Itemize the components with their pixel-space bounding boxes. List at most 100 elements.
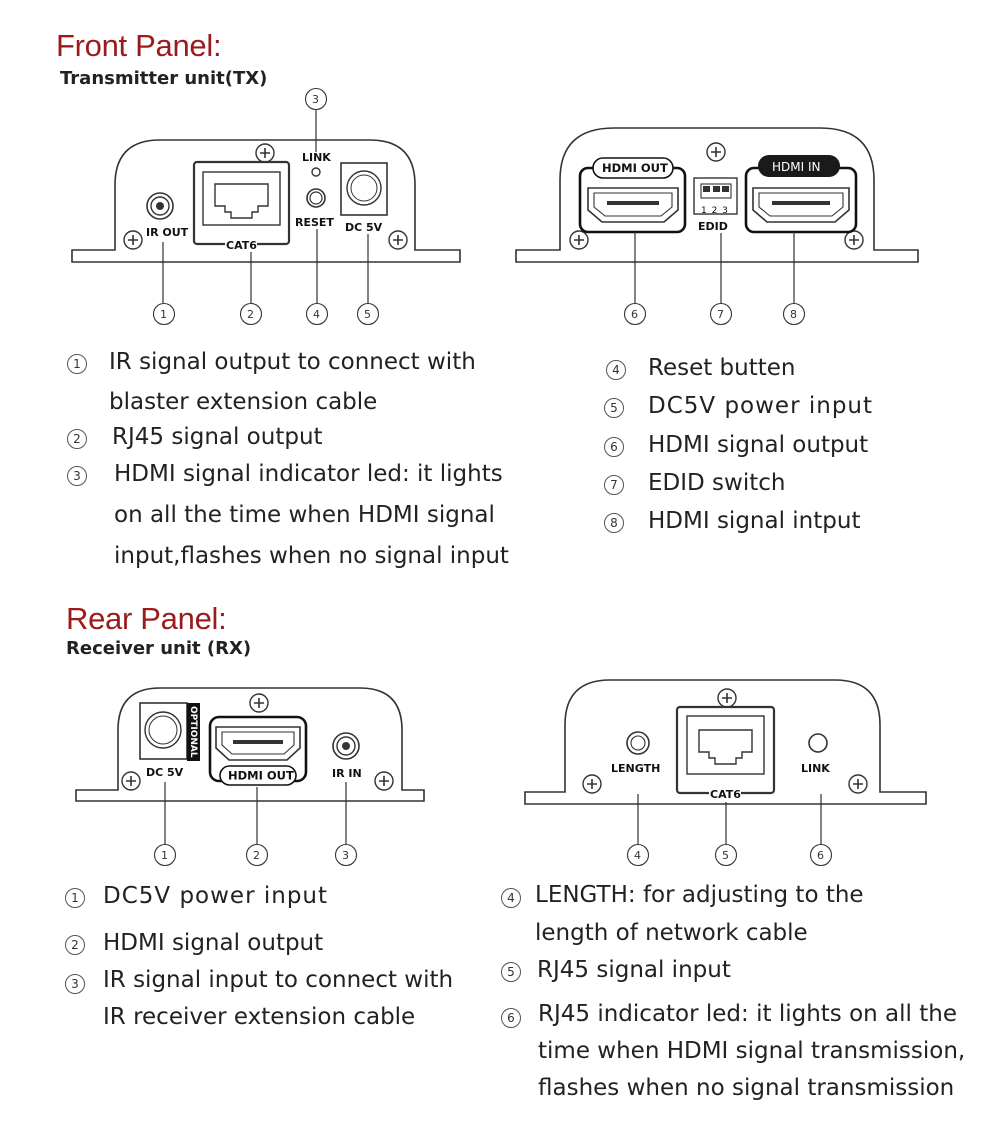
rx-front-diagram: OPTIONAL DC 5V HDMI OUT IR IN 1 2 3 bbox=[75, 687, 425, 867]
desc-number-badge: 8 bbox=[604, 513, 624, 533]
rx-cat6-label: CAT6 bbox=[710, 788, 741, 801]
length-knob-icon bbox=[626, 731, 650, 755]
desc-line: RJ45 indicator led: it lights on all the bbox=[538, 1001, 957, 1027]
rx-callout-3: 3 bbox=[342, 849, 349, 862]
rj45-port-icon bbox=[675, 705, 776, 795]
tx-front-diagram: IR OUT CAT6 LINK RESET DC 5V 1 2 3 4 5 bbox=[71, 87, 461, 326]
rj45-port-icon bbox=[192, 160, 291, 246]
tx-hdmi-out-label: HDMI OUT bbox=[602, 161, 668, 175]
front-desc-4: 4 Reset butten bbox=[606, 355, 796, 388]
hdmi-in-badge bbox=[758, 155, 840, 177]
rear-panel-title: Rear Panel: bbox=[66, 601, 227, 636]
desc-line: time when HDMI signal transmission, bbox=[538, 1038, 966, 1064]
front-desc-5: 5 DC5V power input bbox=[604, 393, 873, 426]
screw-icon bbox=[844, 230, 864, 250]
desc-line: blaster extension cable bbox=[109, 389, 378, 415]
tx-callout-1: 1 bbox=[160, 308, 167, 321]
tx-callout-7: 7 bbox=[717, 308, 724, 321]
desc-number-badge: 4 bbox=[606, 360, 626, 380]
screw-icon bbox=[255, 143, 275, 163]
desc-number-badge: 4 bbox=[501, 888, 521, 908]
receiver-subtitle: Receiver unit (RX) bbox=[66, 638, 252, 659]
link-led-icon bbox=[808, 733, 828, 753]
desc-line: EDID switch bbox=[648, 470, 786, 496]
desc-number-badge: 5 bbox=[501, 962, 521, 982]
desc-line: HDMI signal intput bbox=[648, 508, 861, 534]
rear-desc-6: 6 RJ45 indicator led: it lights on all t… bbox=[501, 1001, 966, 1107]
tx-rear-diagram: HDMI OUT 1 2 3 EDID HDMI IN 6 7 8 bbox=[515, 127, 919, 326]
callout-2-icon bbox=[245, 843, 269, 867]
rx-callout-6: 6 bbox=[817, 849, 824, 862]
desc-line: DC5V power input bbox=[103, 883, 329, 909]
tx-callout-4: 4 bbox=[313, 308, 320, 321]
edid-switch-icon bbox=[693, 177, 738, 215]
desc-line: input,flashes when no signal input bbox=[114, 543, 509, 569]
desc-number-badge: 5 bbox=[604, 398, 624, 418]
callout-1-icon bbox=[152, 302, 176, 326]
callout-8-icon bbox=[782, 302, 806, 326]
desc-number-badge: 6 bbox=[604, 437, 624, 457]
tx-callout-3: 3 bbox=[312, 93, 319, 106]
screw-icon bbox=[388, 230, 408, 250]
reset-button-icon bbox=[306, 188, 326, 208]
rx-rear-diagram: LENGTH CAT6 LINK 4 5 6 bbox=[524, 679, 927, 867]
desc-line: on all the time when HDMI signal bbox=[114, 502, 495, 528]
desc-line: IR signal output to connect with bbox=[109, 349, 476, 375]
tx-cat6-label: CAT6 bbox=[226, 239, 257, 252]
rx-callout-1: 1 bbox=[161, 849, 168, 862]
screw-icon bbox=[582, 774, 602, 794]
desc-line: flashes when no signal transmission bbox=[538, 1075, 955, 1101]
front-desc-1: 1 IR signal output to connect with blast… bbox=[67, 349, 476, 422]
rx-dc5v-label: DC 5V bbox=[146, 766, 184, 779]
front-desc-6: 6 HDMI signal output bbox=[604, 432, 868, 465]
desc-number-badge: 2 bbox=[65, 935, 85, 955]
desc-number-badge: 1 bbox=[67, 354, 87, 374]
callout-2-icon bbox=[239, 302, 263, 326]
screw-icon bbox=[249, 693, 269, 713]
tx-callout-5: 5 bbox=[364, 308, 371, 321]
ir-in-jack-icon bbox=[332, 732, 360, 760]
desc-line: length of network cable bbox=[535, 920, 808, 946]
tx-link-label: LINK bbox=[302, 151, 331, 164]
callout-4-icon bbox=[626, 843, 650, 867]
desc-line: LENGTH: for adjusting to the bbox=[535, 882, 864, 908]
desc-number-badge: 3 bbox=[67, 466, 87, 486]
rear-desc-5: 5 RJ45 signal input bbox=[501, 957, 731, 990]
callout-1-icon bbox=[153, 843, 177, 867]
callout-4-icon bbox=[305, 302, 329, 326]
desc-number-badge: 1 bbox=[65, 888, 85, 908]
front-desc-3: 3 HDMI signal indicator led: it lights o… bbox=[67, 461, 509, 577]
edid-pin-numbers: 1 2 3 bbox=[701, 206, 729, 216]
tx-ir-out-label: IR OUT bbox=[146, 226, 189, 239]
dc-power-jack-icon bbox=[139, 702, 188, 760]
front-desc-7: 7 EDID switch bbox=[604, 470, 785, 503]
tx-dc5v-label: DC 5V bbox=[345, 221, 383, 234]
callout-5-icon bbox=[356, 302, 380, 326]
hdmi-port-icon bbox=[587, 187, 679, 223]
hdmi-out-badge bbox=[219, 765, 297, 786]
callout-5-icon bbox=[714, 843, 738, 867]
desc-line: IR signal input to connect with bbox=[103, 967, 454, 993]
tx-callout-6: 6 bbox=[631, 308, 638, 321]
desc-line: IR receiver extension cable bbox=[103, 1004, 416, 1030]
callout-6-icon bbox=[809, 843, 833, 867]
rear-desc-3: 3 IR signal input to connect with IR rec… bbox=[65, 967, 453, 1036]
callout-3-icon bbox=[334, 843, 358, 867]
screw-icon bbox=[848, 774, 868, 794]
rx-callout-2: 2 bbox=[253, 849, 260, 862]
desc-number-badge: 6 bbox=[501, 1008, 521, 1028]
callout-lines bbox=[634, 232, 795, 303]
callout-lines bbox=[637, 794, 822, 844]
desc-line: Reset butten bbox=[648, 355, 796, 381]
desc-line: RJ45 signal output bbox=[112, 424, 323, 450]
optional-tab bbox=[187, 703, 200, 761]
callout-lines bbox=[162, 110, 369, 303]
rear-desc-2: 2 HDMI signal output bbox=[65, 930, 323, 963]
transmitter-subtitle: Transmitter unit(TX) bbox=[60, 68, 268, 89]
front-desc-2: 2 RJ45 signal output bbox=[67, 424, 323, 457]
dc-power-jack-icon bbox=[340, 162, 388, 216]
rear-desc-1: 1 DC5V power input bbox=[65, 883, 328, 916]
tx-edid-label: EDID bbox=[698, 220, 728, 233]
desc-line: DC5V power input bbox=[648, 393, 874, 419]
rx-ir-in-label: IR IN bbox=[332, 767, 362, 780]
